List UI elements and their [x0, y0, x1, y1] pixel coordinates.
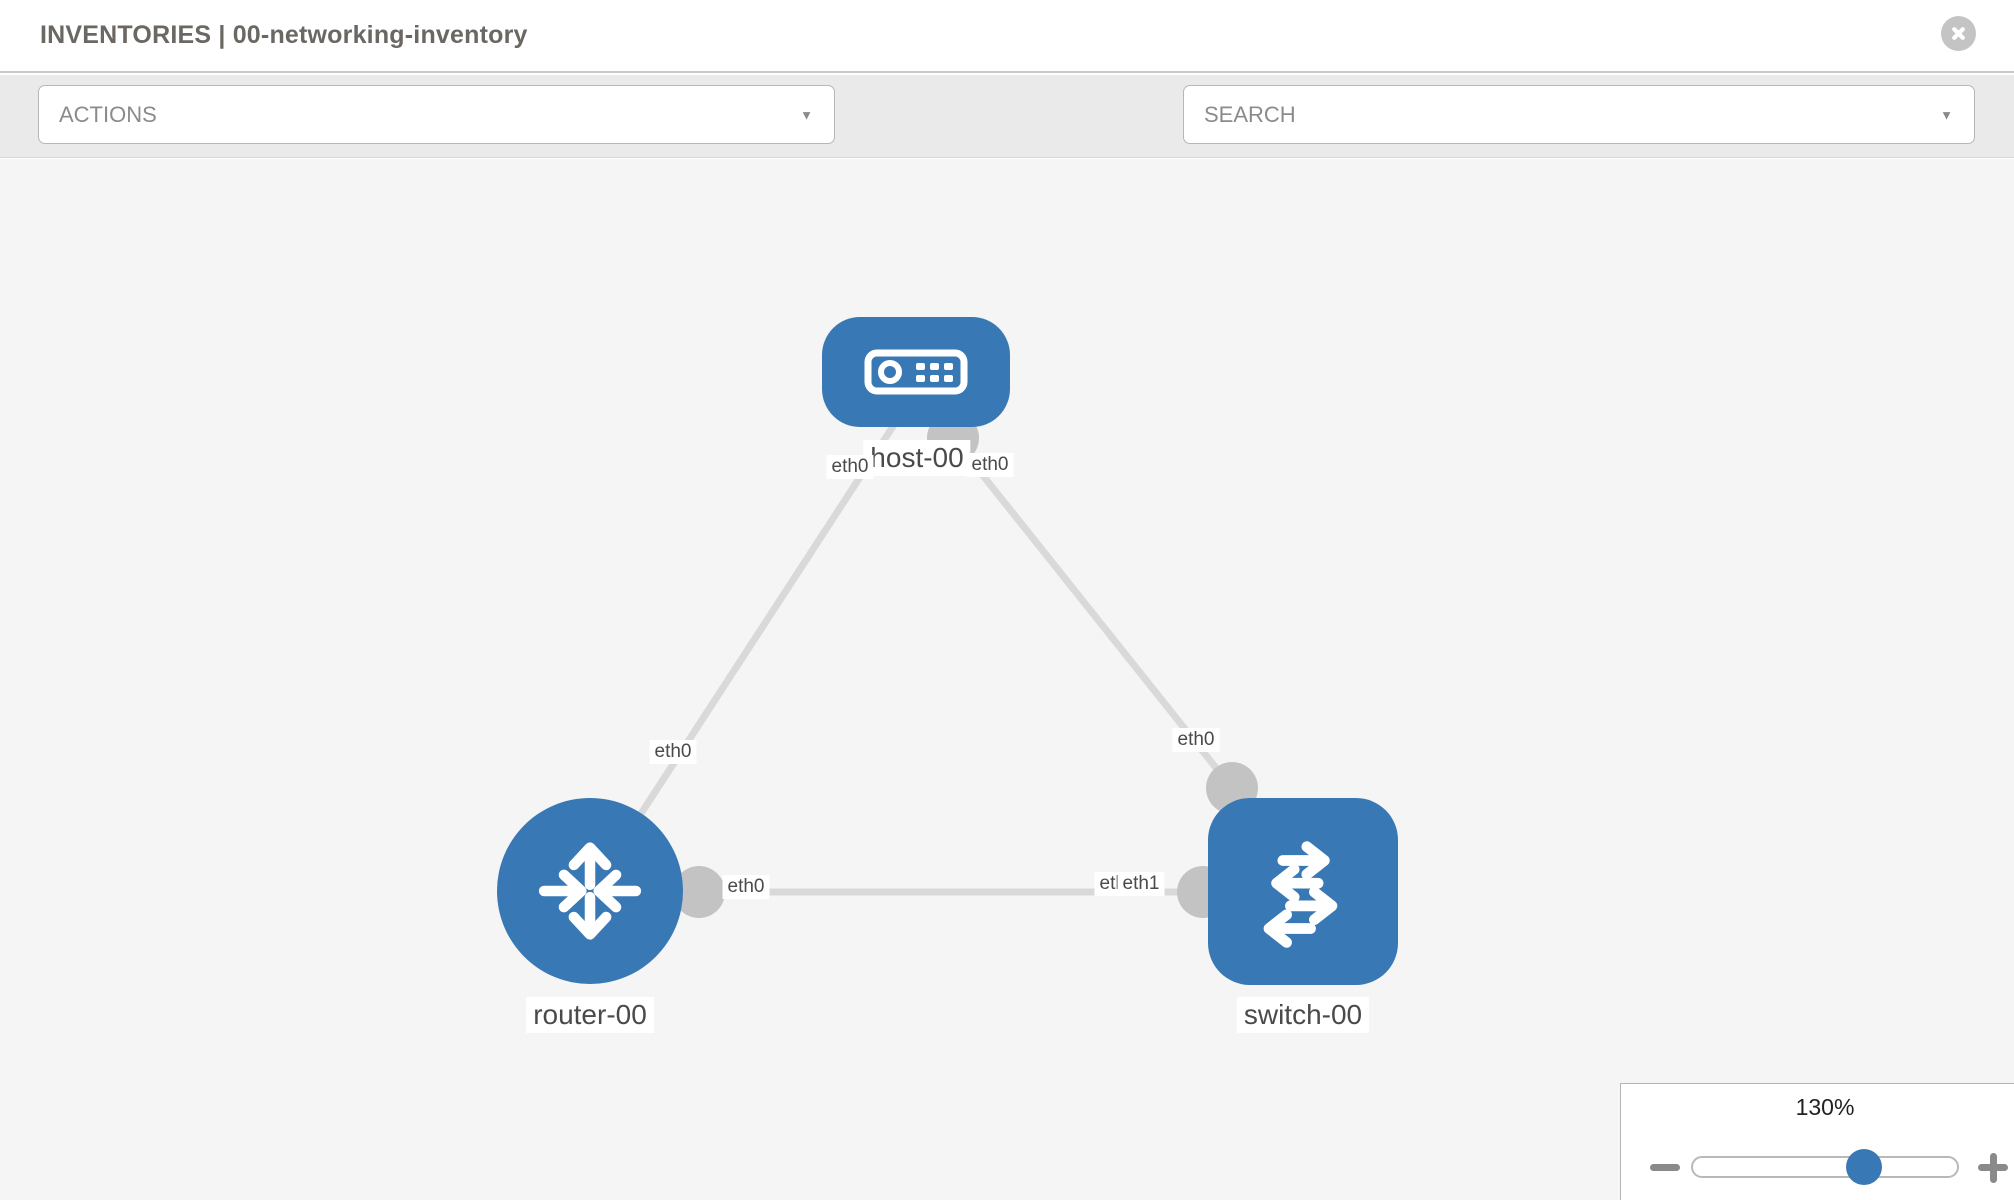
page-title: INVENTORIES | 00-networking-inventory — [40, 21, 528, 49]
router-icon — [538, 842, 642, 940]
interface-label: eth0 — [1172, 728, 1220, 752]
interface-label: eth0 — [722, 875, 770, 899]
chevron-down-icon: ▼ — [1940, 107, 1953, 122]
close-icon — [1952, 27, 1965, 40]
zoom-slider-track[interactable] — [1691, 1149, 1959, 1185]
plus-icon — [1989, 1152, 1997, 1183]
interface-label: eth0 — [649, 740, 697, 764]
zoom-slider-thumb[interactable] — [1846, 1149, 1882, 1185]
node-label-host: host-00 — [863, 440, 971, 476]
interface-label: eth1 — [1117, 872, 1165, 896]
zoom-out-button[interactable] — [1648, 1150, 1682, 1184]
host-icon — [864, 349, 968, 395]
minus-icon — [1650, 1164, 1680, 1171]
search-placeholder: SEARCH — [1204, 101, 1296, 127]
actions-dropdown-label: ACTIONS — [59, 101, 157, 127]
interface-label: eth0 — [966, 453, 1014, 477]
toolbar: ACTIONS ▼ SEARCH ▼ — [0, 75, 2014, 208]
node-label-switch: switch-00 — [1236, 997, 1370, 1033]
actions-dropdown[interactable]: ACTIONS ▼ — [38, 85, 835, 144]
interface-label: eth0 — [826, 455, 874, 479]
zoom-value: 130% — [1795, 1094, 1855, 1120]
chevron-down-icon: ▼ — [800, 107, 813, 122]
topology-wires — [587, 389, 1258, 918]
port-circle-router — [673, 866, 725, 918]
node-router-00[interactable] — [497, 798, 683, 984]
search-dropdown[interactable]: SEARCH ▼ — [1183, 85, 1975, 144]
node-host-00[interactable] — [822, 317, 1010, 427]
switch-icon — [1263, 840, 1338, 948]
close-button[interactable] — [1941, 16, 1976, 51]
zoom-in-button[interactable] — [1976, 1150, 2010, 1184]
zoom-panel: 130% — [1620, 1083, 2014, 1200]
node-switch-00[interactable] — [1208, 798, 1398, 985]
header: INVENTORIES | 00-networking-inventory — [0, 0, 2014, 73]
node-label-router: router-00 — [526, 997, 654, 1033]
topology-canvas[interactable]: host-00 router-00 switch-00 eth0 eth0 et… — [0, 159, 2014, 1200]
